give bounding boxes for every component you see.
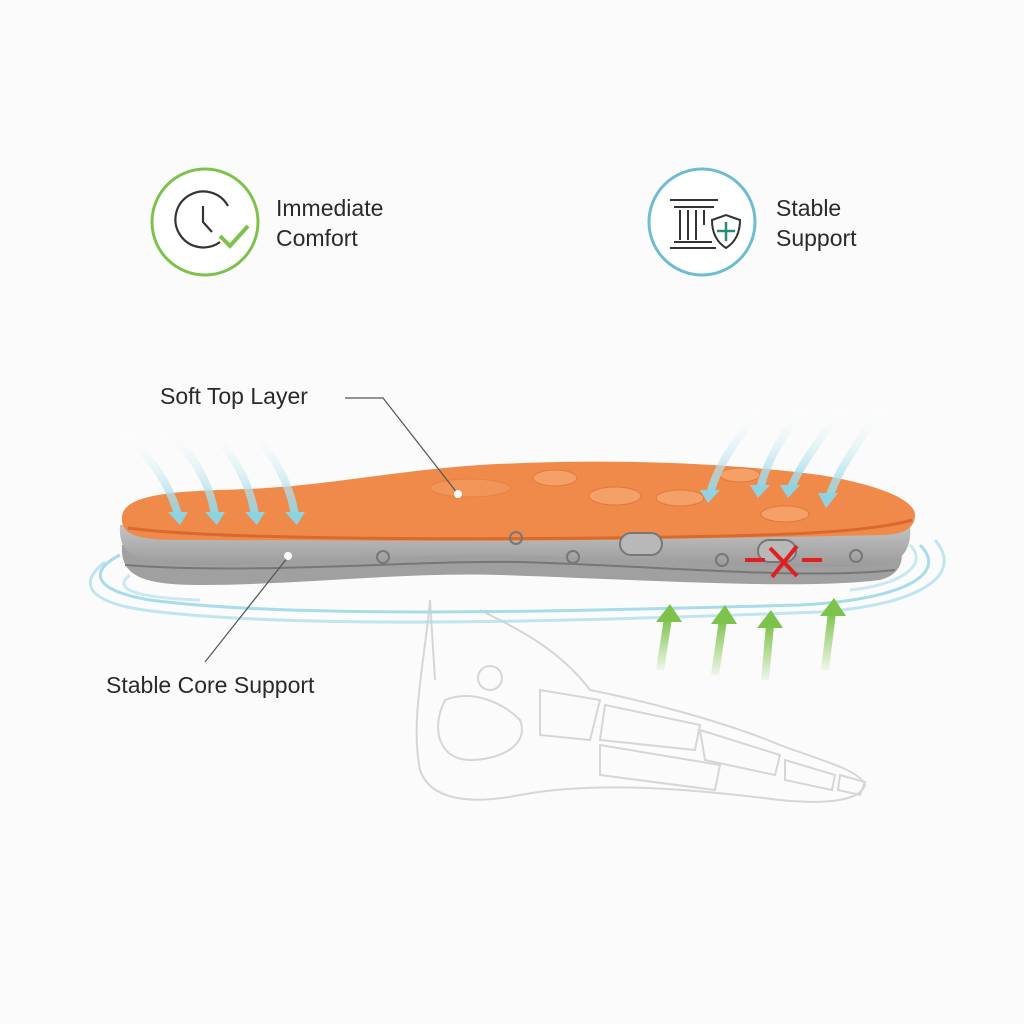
callout-soft-top-layer: Soft Top Layer (160, 383, 308, 409)
clock-check-icon (174, 190, 229, 249)
badge-support-line1: Stable (776, 195, 842, 221)
badge-comfort-icon-circle (150, 167, 260, 277)
callout-stable-core-support: Stable Core Support (106, 672, 315, 698)
badge-comfort-line1: Immediate (276, 195, 384, 221)
badge-comfort-label: Immediate Comfort (276, 193, 383, 253)
support-arrows (656, 598, 846, 681)
badge-comfort-line2: Comfort (276, 225, 358, 251)
air-flow-waves (88, 539, 946, 624)
badge-support-line2: Support (776, 225, 857, 251)
instability-x-icon (745, 544, 822, 579)
badge-support-label: Stable Support (776, 193, 857, 253)
pressure-arrows (122, 407, 884, 517)
badge-support-icon-circle (647, 167, 757, 277)
callout-leaders (204, 397, 462, 663)
pressure-arrowheads (168, 485, 838, 525)
foot-skeleton (415, 599, 867, 803)
